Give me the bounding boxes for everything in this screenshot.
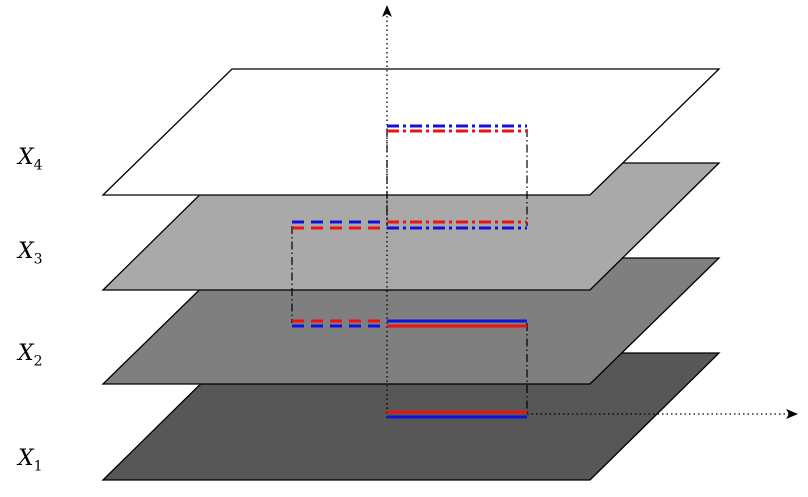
label-x1: X1	[18, 446, 43, 475]
label-x3: X3	[18, 239, 43, 268]
connectors	[291, 129, 528, 414]
label-x2: X2	[18, 341, 43, 370]
label-x4: X4	[18, 145, 43, 174]
